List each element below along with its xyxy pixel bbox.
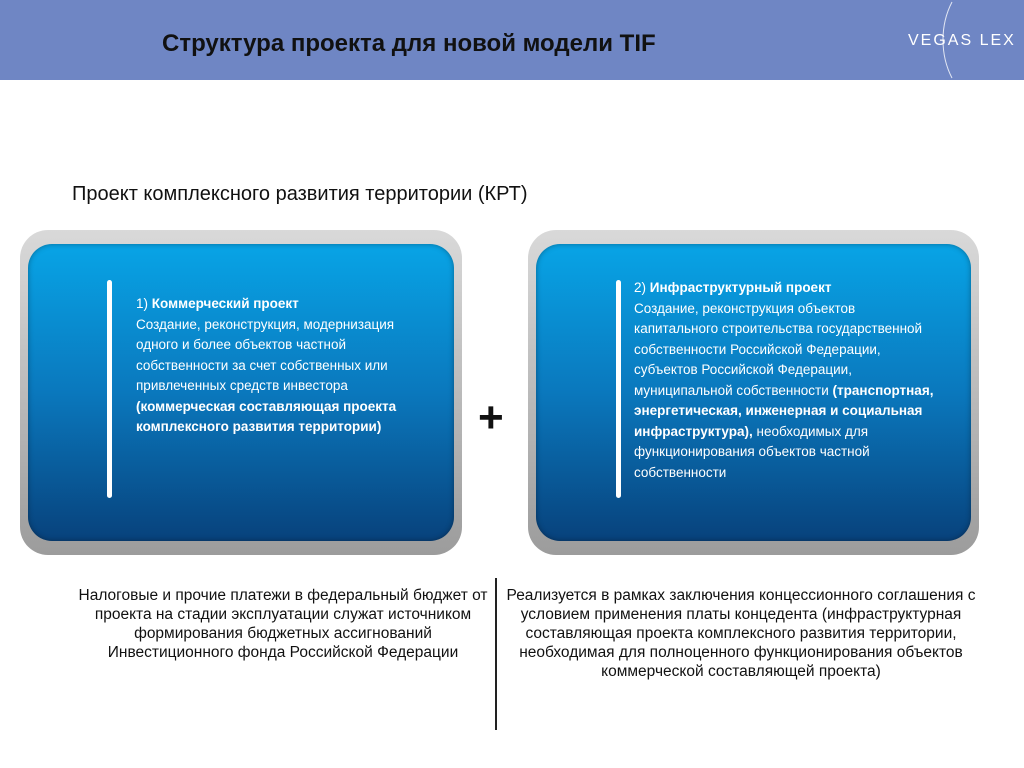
commercial-project-text: 1) Коммерческий проект Создание, реконст… xyxy=(136,294,436,438)
infrastructure-project-card: 2) Инфраструктурный проект Создание, рек… xyxy=(536,244,971,541)
commercial-project-card: 1) Коммерческий проект Создание, реконст… xyxy=(28,244,454,541)
card-body: Создание, реконструкция объектов капитал… xyxy=(634,300,923,398)
vertical-divider xyxy=(495,578,497,730)
card-accent-bar xyxy=(616,280,621,498)
header-bar: Структура проекта для новой модели TIF V… xyxy=(0,0,1024,80)
commercial-project-card-frame: 1) Коммерческий проект Создание, реконст… xyxy=(20,230,462,555)
page-title: Структура проекта для новой модели TIF xyxy=(162,30,656,57)
tax-payments-note: Налоговые и прочие платежи в федеральный… xyxy=(78,587,488,661)
logo-arc-icon xyxy=(942,1,953,79)
card-emphasis: (транспортная, энергетическая, инженерна… xyxy=(634,382,934,439)
concession-note: Реализуется в рамках заключения концесси… xyxy=(506,587,976,680)
card-tail: необходимых для функционирования объекто… xyxy=(634,423,870,480)
card-heading: Инфраструктурный проект xyxy=(649,280,832,295)
infrastructure-project-card-frame: 2) Инфраструктурный проект Создание, рек… xyxy=(528,230,979,555)
card-number: 2) xyxy=(634,280,647,295)
section-subtitle: Проект комплексного развития территории … xyxy=(72,183,528,205)
card-heading: Коммерческий проект xyxy=(151,296,299,311)
card-number: 1) xyxy=(136,296,149,311)
card-emphasis: (коммерческая составляющая проекта компл… xyxy=(136,398,397,435)
company-logo: VEGAS LEX xyxy=(908,32,1016,49)
plus-sign: + xyxy=(478,393,504,442)
infrastructure-project-text: 2) Инфраструктурный проект Создание, рек… xyxy=(634,278,939,483)
card-body: Создание, реконструкция, модернизация од… xyxy=(136,316,395,394)
card-accent-bar xyxy=(107,280,112,498)
